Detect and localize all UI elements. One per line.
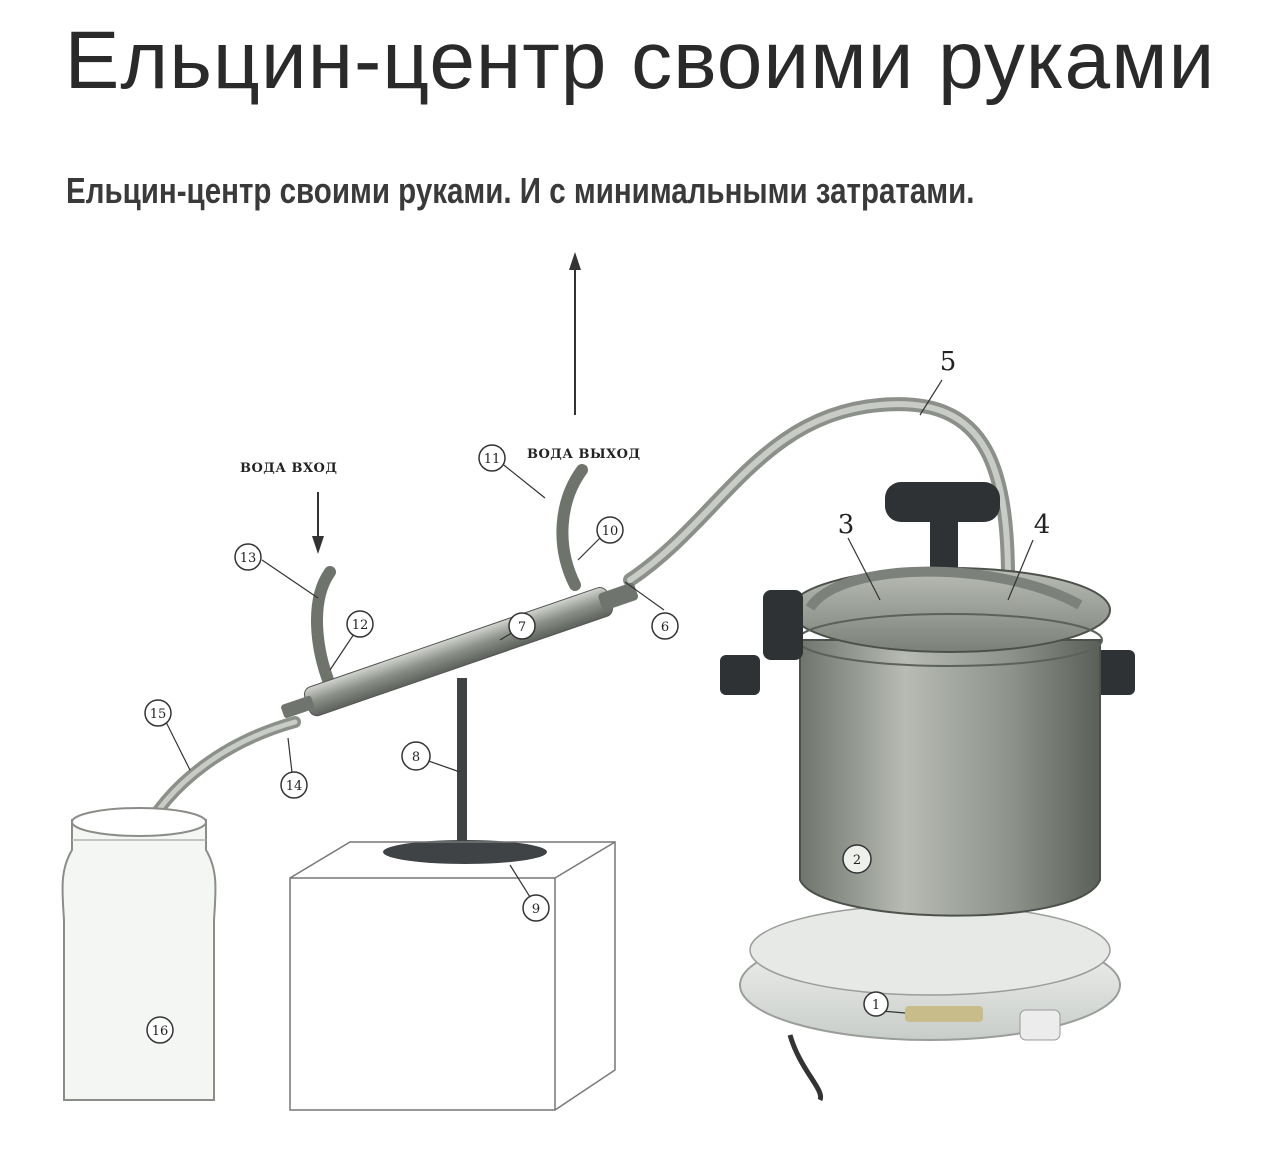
svg-text:14: 14 bbox=[286, 779, 303, 794]
pressure-cooker bbox=[720, 482, 1135, 917]
svg-text:4: 4 bbox=[1034, 510, 1051, 540]
marker-11: 11 bbox=[478, 444, 506, 472]
water-out-hose bbox=[556, 464, 588, 591]
water-out-label: ВОДА ВЫХОД bbox=[527, 447, 641, 462]
svg-text:5: 5 bbox=[940, 347, 957, 377]
support-box bbox=[289, 841, 616, 1111]
svg-text:10: 10 bbox=[602, 524, 619, 539]
water-in-hose bbox=[311, 566, 338, 696]
marker-6: 6 bbox=[651, 612, 679, 640]
svg-text:8: 8 bbox=[412, 750, 420, 765]
svg-text:2: 2 bbox=[853, 853, 861, 868]
svg-text:11: 11 bbox=[484, 452, 501, 467]
svg-text:12: 12 bbox=[352, 618, 369, 633]
svg-text:9: 9 bbox=[532, 902, 540, 917]
svg-text:13: 13 bbox=[240, 551, 257, 566]
marker-10: 10 bbox=[596, 516, 624, 544]
svg-text:7: 7 bbox=[518, 620, 526, 635]
svg-text:3: 3 bbox=[838, 510, 855, 540]
marker-12: 12 bbox=[346, 610, 374, 638]
marker-13: 13 bbox=[234, 543, 262, 571]
marker-16: 16 bbox=[146, 1016, 174, 1044]
page-title: Ельцин-центр своими руками bbox=[64, 15, 1216, 106]
water-in-arrow bbox=[312, 492, 324, 554]
svg-text:15: 15 bbox=[150, 707, 167, 722]
stand bbox=[383, 678, 547, 864]
marker-5: 5 bbox=[940, 347, 957, 377]
marker-4: 4 bbox=[1034, 510, 1051, 540]
hot-plate bbox=[739, 904, 1121, 1102]
svg-text:6: 6 bbox=[661, 620, 669, 635]
marker-1: 1 bbox=[863, 991, 889, 1017]
marker-3: 3 bbox=[838, 510, 855, 540]
svg-text:1: 1 bbox=[872, 998, 880, 1013]
condenser-tube bbox=[281, 582, 639, 718]
marker-8: 8 bbox=[401, 741, 431, 771]
water-out-arrow bbox=[569, 252, 581, 415]
collection-jar bbox=[61, 807, 217, 1101]
marker-7: 7 bbox=[508, 612, 536, 640]
marker-9: 9 bbox=[522, 894, 550, 922]
svg-text:16: 16 bbox=[152, 1024, 169, 1039]
page-subtitle: Ельцин-центр своими руками. И с минималь… bbox=[66, 170, 975, 211]
water-in-label: ВОДА ВХОД bbox=[240, 461, 337, 476]
marker-14: 14 bbox=[280, 771, 308, 799]
marker-15: 15 bbox=[144, 699, 172, 727]
marker-2: 2 bbox=[842, 844, 872, 874]
